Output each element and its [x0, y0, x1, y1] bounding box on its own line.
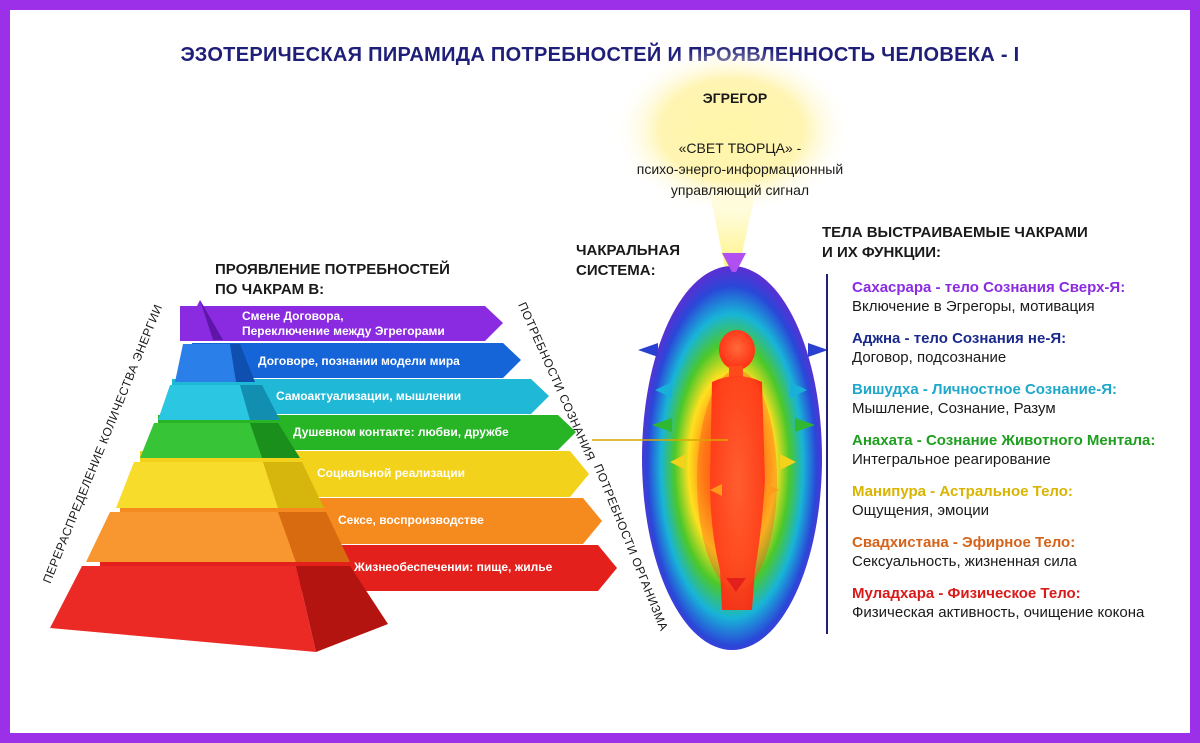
- chakra-func-sahasrara: Включение в Эгрегоры, мотивация: [852, 298, 1095, 315]
- band-label-level-6: Сексе, воспроизводстве: [338, 513, 484, 527]
- chakra-func-anahata: Интегральное реагирование: [852, 451, 1051, 468]
- band-label-level-4: Душевном контакте: любви, дружбе: [293, 425, 509, 439]
- list-item: Аджна - тело Сознания не-Я: Договор, под…: [852, 329, 1066, 368]
- band-label-level-1: Смене Договора, Переключение между Эгрег…: [242, 309, 445, 339]
- chakra-system-heading-line1: ЧАКРАЛЬНАЯ: [576, 242, 680, 259]
- chakra-func-muladhara: Физическая активность, очищение кокона: [852, 604, 1145, 621]
- band-label-level-1-line1: Смене Договора,: [242, 309, 344, 323]
- pyramid-heading: ПРОЯВЛЕНИЕ ПОТРЕБНОСТЕЙ ПО ЧАКРАМ В:: [215, 260, 450, 300]
- list-item: Муладхара - Физическое Тело: Физическая …: [852, 584, 1144, 623]
- egregor-line1: «СВЕТ ТВОРЦА» -: [678, 140, 802, 156]
- chakra-name-svadhisthana: Свадхистана - Эфирное Тело:: [852, 534, 1076, 551]
- page-title: ЭЗОТЕРИЧЕСКАЯ ПИРАМИДА ПОТРЕБНОСТЕЙ И ПР…: [180, 44, 1020, 66]
- bodies-heading-line1: ТЕЛА ВЫСТРАИВАЕМЫЕ ЧАКРАМИ: [822, 224, 1088, 241]
- band-label-level-2: Договоре, познании модели мира: [258, 354, 460, 368]
- list-item: Свадхистана - Эфирное Тело: Сексуальност…: [852, 533, 1077, 572]
- chakra-name-anahata: Анахата - Сознание Животного Ментала:: [852, 432, 1156, 449]
- chakra-name-sahasrara: Сахасрара - тело Сознания Сверх-Я:: [852, 279, 1126, 296]
- chakra-func-ajna: Договор, подсознание: [852, 349, 1007, 366]
- chakra-name-manipura: Манипура - Астральное Тело:: [852, 483, 1073, 500]
- chakra-func-svadhisthana: Сексуальность, жизненная сила: [852, 553, 1077, 570]
- chakra-name-ajna: Аджна - тело Сознания не-Я:: [852, 330, 1067, 347]
- pyramid-3d: [50, 300, 388, 652]
- egregor-line3: управляющий сигнал: [670, 182, 810, 198]
- band-label-level-7: Жизнеобеспечении: пище, жилье: [354, 560, 553, 574]
- chakra-name-vishuddha: Вишудха - Личностное Сознание-Я:: [852, 381, 1118, 398]
- list-item: Вишудха - Личностное Сознание-Я: Мышлени…: [852, 380, 1117, 419]
- chakra-name-muladhara: Муладхара - Физическое Тело:: [852, 585, 1081, 602]
- light-beam: [710, 195, 755, 272]
- band-label-level-1-line2: Переключение между Эгрегорами: [242, 324, 445, 338]
- chakra-func-manipura: Ощущения, эмоции: [852, 502, 989, 519]
- chakra-bodies-list: Сахасрара - тело Сознания Сверх-Я: Включ…: [826, 274, 1190, 634]
- band-label-level-5: Социальной реализации: [317, 466, 466, 480]
- egregor-line2: психо-энерго-информационный: [636, 161, 844, 177]
- list-item: Манипура - Астральное Тело: Ощущения, эм…: [852, 482, 1073, 521]
- egregor-title: ЭГРЕГОР: [702, 90, 768, 106]
- bodies-heading-line2: И ИХ ФУНКЦИИ:: [822, 244, 941, 261]
- chakra-cones: [638, 253, 828, 592]
- chakra-system-heading-line2: СИСТЕМА:: [576, 262, 656, 279]
- chakra-func-vishuddha: Мышление, Сознание, Разум: [852, 400, 1056, 417]
- egregor-description: «СВЕТ ТВОРЦА» - психо-энерго-информацион…: [600, 138, 880, 201]
- bodies-heading: ТЕЛА ВЫСТРАИВАЕМЫЕ ЧАКРАМИ И ИХ ФУНКЦИИ:: [822, 223, 1088, 263]
- diagram-artwork: [50, 45, 852, 652]
- list-item: Сахасрара - тело Сознания Сверх-Я: Включ…: [852, 278, 1125, 317]
- list-item: Анахата - Сознание Животного Ментала: Ин…: [852, 431, 1155, 470]
- pyramid-heading-line1: ПРОЯВЛЕНИЕ ПОТРЕБНОСТЕЙ: [215, 261, 450, 278]
- chakra-system-heading: ЧАКРАЛЬНАЯ СИСТЕМА:: [576, 241, 680, 281]
- human-silhouette: [697, 330, 777, 610]
- band-label-level-3: Самоактуализации, мышлении: [276, 389, 462, 403]
- pyramid-heading-line2: ПО ЧАКРАМ В:: [215, 281, 325, 298]
- egregor-glow: [612, 45, 852, 215]
